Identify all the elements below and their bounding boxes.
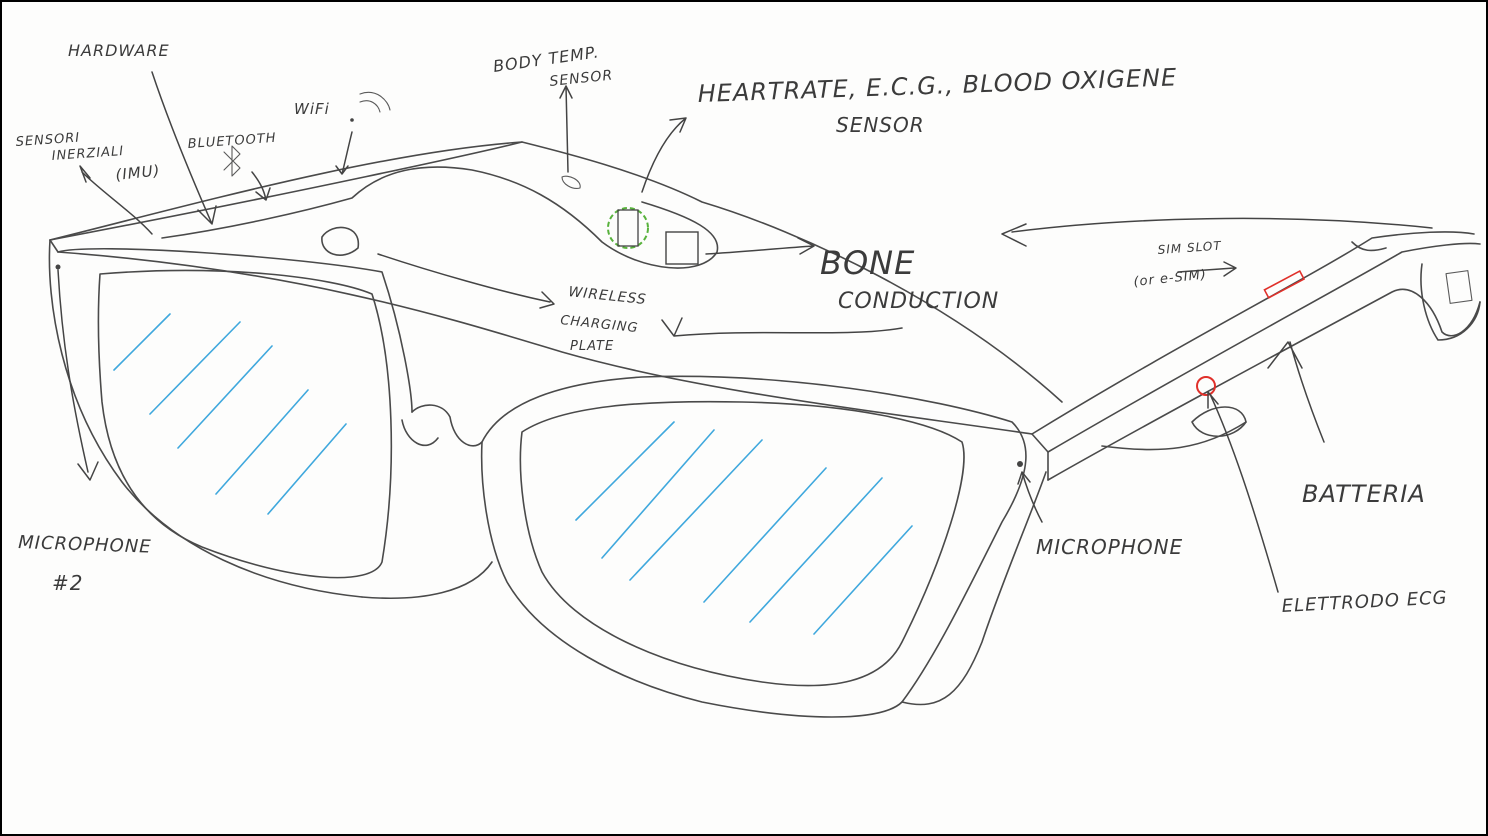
glasses-frame <box>49 142 1062 717</box>
bluetooth-label: BLUETOOTH <box>187 131 277 152</box>
sim-slot-label-line1: SIM SLOT <box>1157 239 1223 257</box>
wifi-icon <box>350 92 390 121</box>
left-lens-hatching <box>114 314 346 514</box>
wireless-label-line2: CHARGING <box>560 313 640 336</box>
sim-slot-label-line2: (or e-SIM) <box>1133 267 1208 290</box>
right-lens-hatching <box>576 422 912 634</box>
microphone2-label-line1: MICROPHONE <box>18 532 152 558</box>
heartrate-label-line1: HEARTRATE, E.C.G., BLOOD OXIGENE <box>697 63 1177 108</box>
bone-label-line1: BONE <box>820 244 915 282</box>
batteria-label: BATTERIA <box>1302 480 1426 508</box>
imu-label: (IMU) <box>115 161 162 184</box>
bone-conduction-pad <box>666 232 698 264</box>
heartrate-sensor-module <box>608 208 648 248</box>
sim-slot-marker <box>1264 271 1304 298</box>
body-temp-label-line2: SENSOR <box>549 67 614 90</box>
bluetooth-icon <box>224 146 240 176</box>
wireless-label-line3: PLATE <box>570 339 614 354</box>
right-temple-arm <box>1032 232 1480 480</box>
microphone2-label-line2: #2 <box>52 571 83 595</box>
heartrate-label-line2: SENSOR <box>836 113 925 137</box>
elettrodo-label: ELETTRODO ECG <box>1281 587 1448 617</box>
microphone-label: MICROPHONE <box>1036 535 1183 559</box>
wireless-label-line1: WIRELESS <box>568 284 648 308</box>
sensori-label-line2: INERZIALI <box>51 144 124 164</box>
wifi-label: WiFi <box>294 100 330 118</box>
hardware-label: HARDWARE <box>68 41 170 60</box>
bone-label-line2: CONDUCTION <box>838 289 999 314</box>
annotation-arrows <box>58 72 1432 592</box>
microphone-hole <box>1017 461 1023 467</box>
microphone2-hole <box>56 265 61 270</box>
